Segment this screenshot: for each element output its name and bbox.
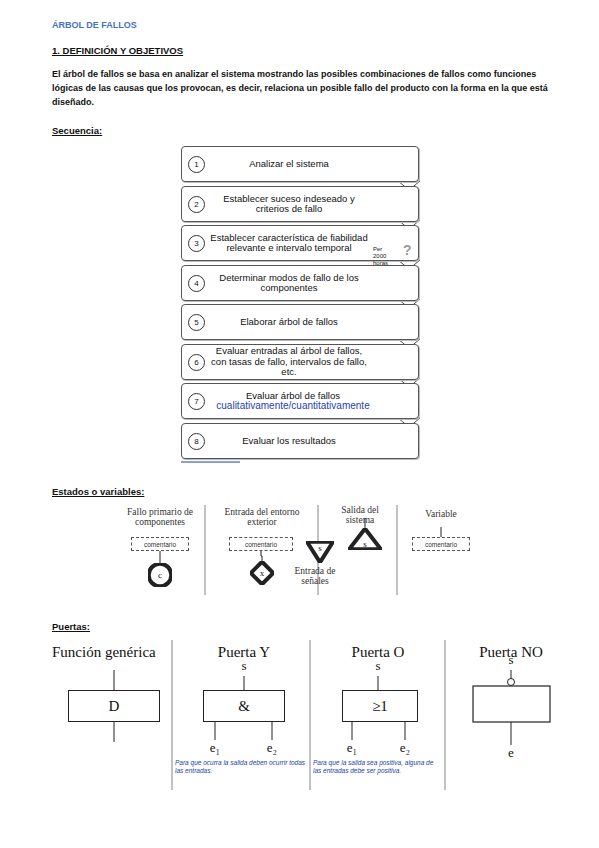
- tri-up-shape: [349, 529, 381, 550]
- comment-text: comentario: [245, 541, 277, 548]
- gate-symbol: &: [238, 698, 250, 715]
- step-text: Establecer suceso indeseado y criterios …: [208, 194, 370, 215]
- comment-box: comentario: [229, 537, 293, 551]
- step-text-area: Establecer suceso indeseado y criterios …: [208, 188, 370, 220]
- handwritten-note: Para que ocurra la salida deben ocurrir …: [175, 759, 307, 775]
- step-number: 6: [188, 354, 205, 371]
- section-heading: 1. DEFINICIÓN Y OBJETIVOS: [52, 45, 352, 56]
- label: e₁: [342, 740, 362, 756]
- circle-shape: [149, 564, 172, 587]
- diamond-shape: [251, 562, 274, 585]
- label: 2000 horas: [373, 253, 403, 267]
- section-heading: Secuencia:: [52, 125, 172, 136]
- step-text: Determinar modos de fallo de los compone…: [208, 273, 370, 294]
- comment-text: comentario: [425, 541, 457, 548]
- label: Variable: [405, 509, 477, 519]
- tri-down-shape: [307, 542, 333, 563]
- label: s: [368, 658, 388, 674]
- step-text-area: Evaluar árbol de falloscualitativamente/…: [208, 385, 378, 417]
- process-step: 5 Elaborar árbol de fallos: [181, 304, 419, 340]
- label: Salida del sistema: [330, 505, 390, 525]
- step-text-area: Determinar modos de fallo de los compone…: [208, 267, 370, 299]
- process-step: 1 Analizar el sistema: [181, 146, 419, 182]
- label: Fallo primario de componentes: [112, 507, 208, 527]
- symbol-letter: s: [318, 543, 322, 553]
- label: s: [501, 652, 521, 668]
- step-number: 7: [188, 393, 205, 410]
- page-title: ÁRBOL DE FALLOS: [52, 20, 137, 30]
- label: e: [501, 745, 521, 761]
- blue-underline: [181, 462, 240, 463]
- connector: [261, 551, 262, 561]
- event-symbol: c: [148, 563, 172, 587]
- gate-symbol: ≥1: [372, 698, 388, 715]
- step-text: Establecer característica de fiabilidad …: [208, 233, 370, 254]
- comment-text: comentario: [144, 541, 176, 548]
- step-text-area: Establecer característica de fiabilidad …: [208, 227, 370, 259]
- step-text: Evaluar entradas al árbol de fallos, con…: [208, 346, 370, 378]
- process-step: 4Determinar modos de fallo de los compon…: [181, 265, 419, 301]
- symbol-stubs: [114, 518, 550, 745]
- gate-symbol: D: [109, 698, 120, 715]
- logic-gate: D: [68, 690, 160, 722]
- label: Entrada de señales: [280, 566, 350, 586]
- process-step: 6Evaluar entradas al árbol de fallos, co…: [181, 344, 419, 380]
- label: e₁: [205, 740, 225, 756]
- logic-gate: &: [203, 690, 285, 722]
- process-step: 8 Evaluar los resultados: [181, 423, 419, 459]
- logic-gate: ≥1: [342, 690, 418, 722]
- section-heading: Estados o variables:: [52, 486, 202, 497]
- event-symbol: s: [306, 541, 334, 563]
- step-text: Evaluar los resultados: [242, 436, 335, 447]
- step-number: 2: [188, 196, 205, 213]
- label: e₂: [262, 740, 282, 756]
- label: s: [234, 658, 254, 674]
- step-text-area: Elaborar árbol de fallos: [208, 306, 370, 338]
- step-text-area: Analizar el sistema: [208, 148, 370, 180]
- process-step: 2Establecer suceso indeseado y criterios…: [181, 186, 419, 222]
- comment-box: comentario: [412, 537, 470, 551]
- event-symbol: s: [348, 528, 382, 550]
- label: El árbol de fallos se basa en analizar e…: [52, 67, 552, 109]
- step-text: Elaborar árbol de fallos: [240, 317, 338, 328]
- label: e₂: [395, 740, 415, 756]
- handwritten-note: Para que la salida sea positiva, alguna …: [313, 759, 443, 775]
- label: Entrada del entorno exterior: [217, 507, 307, 527]
- step-number: 3: [188, 235, 205, 252]
- step-number: 1: [188, 156, 205, 173]
- label: Per: [373, 246, 403, 253]
- label: Función genérica: [52, 644, 170, 661]
- step-number: 4: [188, 275, 205, 292]
- step-number: 8: [188, 433, 205, 450]
- symbol-letter: x: [260, 568, 265, 578]
- step-text-area: Evaluar entradas al árbol de fallos, con…: [208, 346, 370, 378]
- label: ?: [403, 242, 417, 258]
- step-text: Evaluar árbol de fallos: [246, 391, 340, 402]
- comment-box: comentario: [131, 537, 189, 551]
- symbol-letter: c: [158, 570, 162, 580]
- symbol-letter: s: [363, 539, 367, 549]
- step-number: 5: [188, 314, 205, 331]
- section-heading: Puertas:: [52, 621, 152, 632]
- step-text: Analizar el sistema: [249, 159, 329, 170]
- connector: [160, 551, 161, 563]
- column-separators: [172, 505, 445, 790]
- event-symbol: x: [250, 561, 274, 585]
- step-text: cualitativamente/cuantitativamente: [216, 401, 369, 412]
- process-step: 7Evaluar árbol de falloscualitativamente…: [181, 383, 419, 419]
- step-text-area: Evaluar los resultados: [208, 425, 370, 457]
